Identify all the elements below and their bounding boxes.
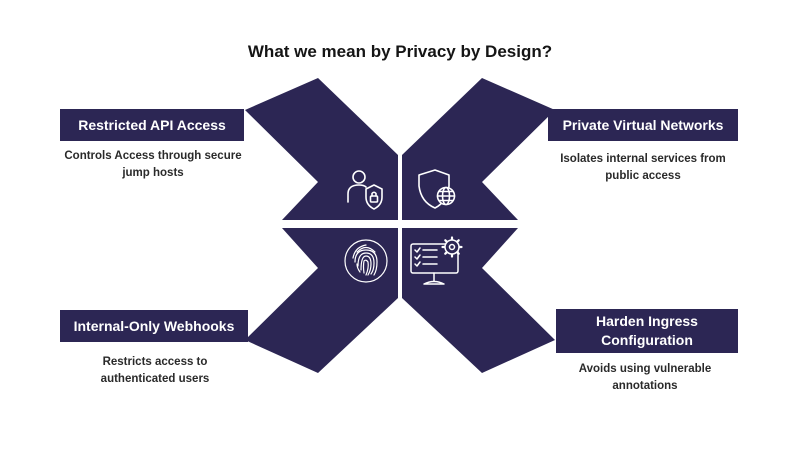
x-arm-bottom-right xyxy=(402,228,555,373)
restricted-api-access-description: Controls Access through secure jump host… xyxy=(64,150,242,179)
harden-ingress-configuration-description: Avoids using vulnerable annotations xyxy=(578,363,712,392)
internal-only-webhooks-description: Restricts access to authenticated users xyxy=(100,356,210,385)
diagram-title: What we mean by Privacy by Design? xyxy=(247,42,553,61)
internal-only-webhooks-label: Internal-Only Webhooks xyxy=(60,310,248,342)
restricted-api-access-label: Restricted API Access xyxy=(60,109,244,141)
fingerprint-icon xyxy=(344,239,388,283)
x-arm-top-right xyxy=(402,78,555,220)
private-virtual-networks-label: Private Virtual Networks xyxy=(548,109,738,141)
x-arm-bottom-left xyxy=(245,228,398,373)
harden-ingress-configuration-label: Harden Ingress Configuration xyxy=(556,309,738,353)
private-virtual-networks-description: Isolates internal services from public a… xyxy=(560,153,726,182)
shield-globe-icon xyxy=(418,169,456,209)
user-shield-lock-icon xyxy=(347,170,383,210)
x-arm-top-left xyxy=(245,78,398,220)
monitor-checklist-gear-icon xyxy=(410,236,463,285)
